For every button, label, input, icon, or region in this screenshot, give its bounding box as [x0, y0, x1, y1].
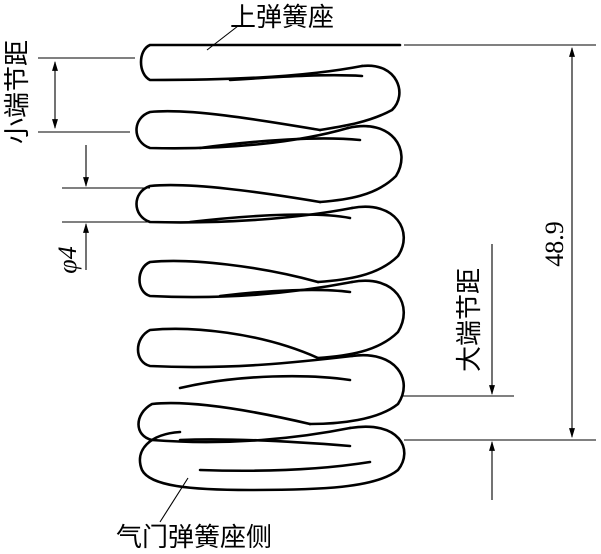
coil-4-front	[138, 259, 354, 299]
coil-inner-5	[178, 374, 352, 390]
wire-dia-label: φ4	[53, 246, 82, 273]
coil-inner-1	[228, 73, 364, 82]
coil-4	[316, 205, 405, 284]
large-pitch-label: 大端节距	[455, 268, 485, 372]
top-seat-label: 上弹簧座	[230, 3, 334, 33]
top-seat-leader	[206, 25, 239, 51]
coil-3	[318, 124, 403, 204]
small-pitch-label: 小端节距	[3, 40, 33, 144]
spring-coils	[135, 43, 406, 492]
coil-3-front	[135, 183, 354, 224]
coil-inner-4	[218, 288, 352, 298]
coil-5-front	[136, 327, 354, 369]
bottom-coil-inner	[178, 438, 352, 448]
coil-inner-2	[198, 137, 362, 150]
valve-side-label: 气门弹簧座侧	[116, 523, 272, 553]
coil-6-front	[137, 401, 352, 444]
coil-inner-3	[188, 213, 352, 224]
coil-inner-6	[198, 460, 372, 473]
coil-2-front	[135, 109, 350, 150]
valve-side-leader	[159, 477, 189, 523]
coil-6	[308, 353, 405, 426]
top-coil	[139, 43, 402, 82]
bottom-coil	[138, 425, 406, 492]
free-length-value: 48.9	[540, 221, 569, 267]
coil-2	[318, 64, 401, 132]
coil-5	[316, 279, 405, 360]
